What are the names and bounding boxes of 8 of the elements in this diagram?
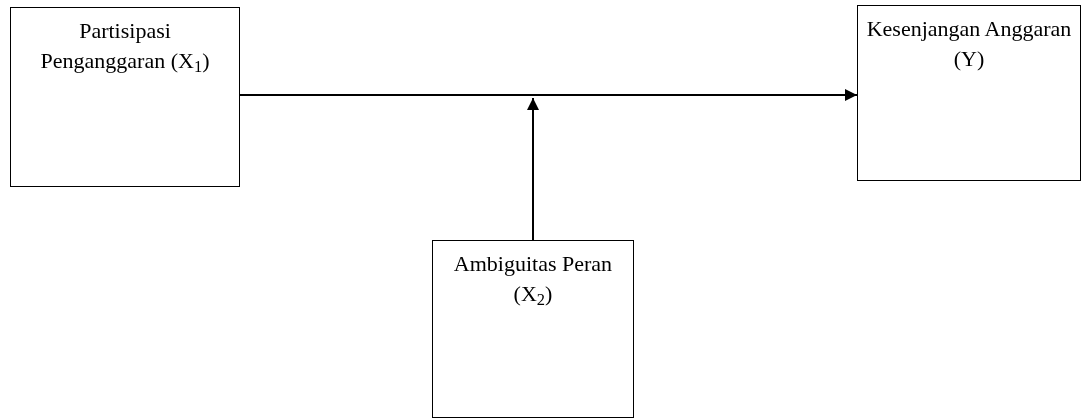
variable-label: Kesenjangan Anggaran (Y) xyxy=(865,15,1073,73)
variable-box xyxy=(857,5,1081,181)
variable-box xyxy=(432,240,634,418)
arrow xyxy=(527,97,539,241)
arrow xyxy=(239,89,858,101)
variable-label: Partisipasi Penganggaran (X$_{1}$) xyxy=(39,17,211,76)
variable-box xyxy=(10,7,240,187)
variable-label: Ambiguitas Peran (X$_{2}$) xyxy=(452,250,614,309)
